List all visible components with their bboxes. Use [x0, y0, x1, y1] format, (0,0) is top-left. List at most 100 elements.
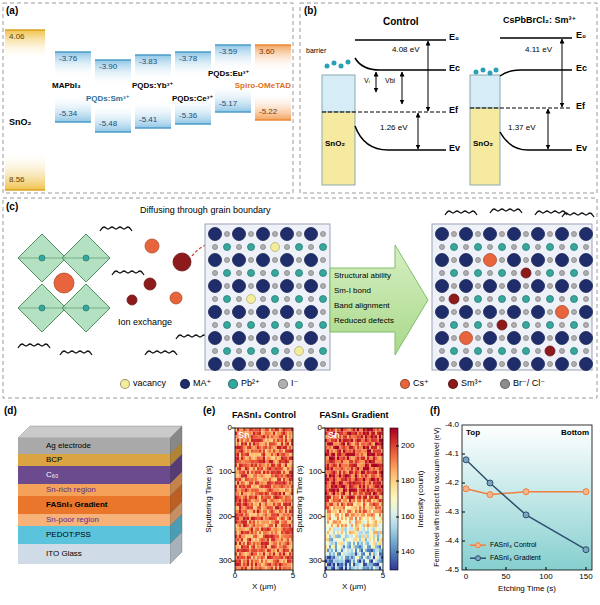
heatmap-cell: [353, 456, 355, 460]
heatmap-cell: [355, 428, 357, 432]
heatmap-cell: [267, 453, 269, 457]
heatmap-cell: [287, 542, 289, 546]
heatmap-cell: [265, 556, 267, 560]
heatmap-cell: [247, 456, 249, 460]
heatmap-cell: [279, 524, 281, 528]
heatmap-cell: [285, 449, 287, 453]
heatmap-cell: [333, 460, 335, 464]
heatmap-cell: [355, 435, 357, 439]
heatmap-cell: [347, 439, 349, 443]
heatmap-cell: [255, 464, 257, 468]
heatmap-cell: [273, 488, 275, 492]
heatmap-cell: [283, 499, 285, 503]
heatmap-cell: [285, 460, 287, 464]
heatmap-cell: [273, 517, 275, 521]
iodide-ion: [524, 336, 529, 341]
heatmap-cell: [281, 492, 283, 496]
heatmap-cell: [351, 456, 353, 460]
heatmap-cell: [283, 520, 285, 524]
heatmap-cell: [271, 471, 273, 475]
heatmap-cell: [279, 527, 281, 531]
heatmap-cell: [255, 552, 257, 556]
heatmap-cell: [271, 481, 273, 485]
heatmap-cell: [261, 506, 263, 510]
heatmap-cell: [263, 542, 265, 546]
heatmap-cell: [359, 432, 361, 436]
heatmap-cell: [279, 464, 281, 468]
heatmap-cell: [331, 449, 333, 453]
heatmap-cell: [267, 542, 269, 546]
heatmap-cell: [285, 566, 287, 570]
heatmap-cell: [285, 556, 287, 560]
heatmap-cell: [369, 485, 371, 489]
heatmap-cell: [271, 552, 273, 556]
lead-ion: [451, 322, 458, 329]
heatmap-cell: [243, 474, 245, 478]
heatmap-cell: [289, 517, 291, 521]
heatmap-cell: [273, 495, 275, 499]
heatmap-cell: [287, 478, 289, 482]
heatmap-cell: [241, 531, 243, 535]
heatmap-cell: [237, 467, 239, 471]
heatmap-cell: [275, 542, 277, 546]
heatmap-cell: [267, 488, 269, 492]
heatmap-cell: [277, 545, 279, 549]
heatmap-cell: [243, 517, 245, 521]
ma-ion: [257, 254, 270, 267]
ma-ion: [508, 280, 521, 293]
heatmap-cell: [249, 471, 251, 475]
heatmap-cell: [359, 474, 361, 478]
heatmap-cell: [261, 517, 263, 521]
vacuum-level: [500, 37, 572, 39]
heatmap-cell: [257, 559, 259, 563]
heatmap-cell: [331, 481, 333, 485]
heatmap-cell: [367, 467, 369, 471]
heatmap-cell: [361, 453, 363, 457]
ma-ion: [281, 332, 294, 345]
heatmap-cell: [337, 453, 339, 457]
heatmap-cell: [283, 538, 285, 542]
ma-ion: [436, 280, 449, 293]
heatmap-cell: [279, 559, 281, 563]
heatmap-cell: [269, 545, 271, 549]
heatmap-cell: [255, 499, 257, 503]
heatmap-cell: [253, 510, 255, 514]
heatmap-cell: [271, 559, 273, 563]
heatmap-cell: [285, 563, 287, 567]
heatmap-cell: [273, 474, 275, 478]
heatmap-cell: [247, 549, 249, 553]
heatmap-cell: [329, 446, 331, 450]
heatmap-cell: [331, 485, 333, 489]
heatmap-cell: [257, 471, 259, 475]
ma-ion: [257, 228, 270, 241]
heatmap-cell: [243, 464, 245, 468]
heatmap-cell: [377, 449, 379, 453]
heatmap-cell: [261, 527, 263, 531]
heatmap-cell: [363, 485, 365, 489]
heatmap-cell: [341, 460, 343, 464]
iodide-ion: [536, 297, 541, 302]
heatmap-cell: [237, 464, 239, 468]
heatmap-cell: [251, 478, 253, 482]
dopant-ion: [170, 292, 182, 304]
heatmap-cell: [263, 460, 265, 464]
iodide-ion: [584, 245, 589, 250]
heatmap-cell: [283, 464, 285, 468]
heatmap-cell: [273, 542, 275, 546]
heatmap-cell: [359, 446, 361, 450]
heatmap-cell: [273, 538, 275, 542]
heatmap-cell: [267, 481, 269, 485]
heatmap-cell: [287, 495, 289, 499]
heatmap-cell: [349, 428, 351, 432]
heatmap-cell: [267, 499, 269, 503]
heatmap-cell: [241, 506, 243, 510]
samarium-ion: [545, 346, 555, 356]
heatmap-cell: [253, 552, 255, 556]
heatmap-cell: [347, 467, 349, 471]
iodide-ion: [548, 362, 553, 367]
energy-arrow: [376, 72, 377, 92]
heatmap-cell: [281, 556, 283, 560]
heatmap-cell: [377, 439, 379, 443]
heatmap-cell: [279, 563, 281, 567]
heatmap-cell: [369, 464, 371, 468]
